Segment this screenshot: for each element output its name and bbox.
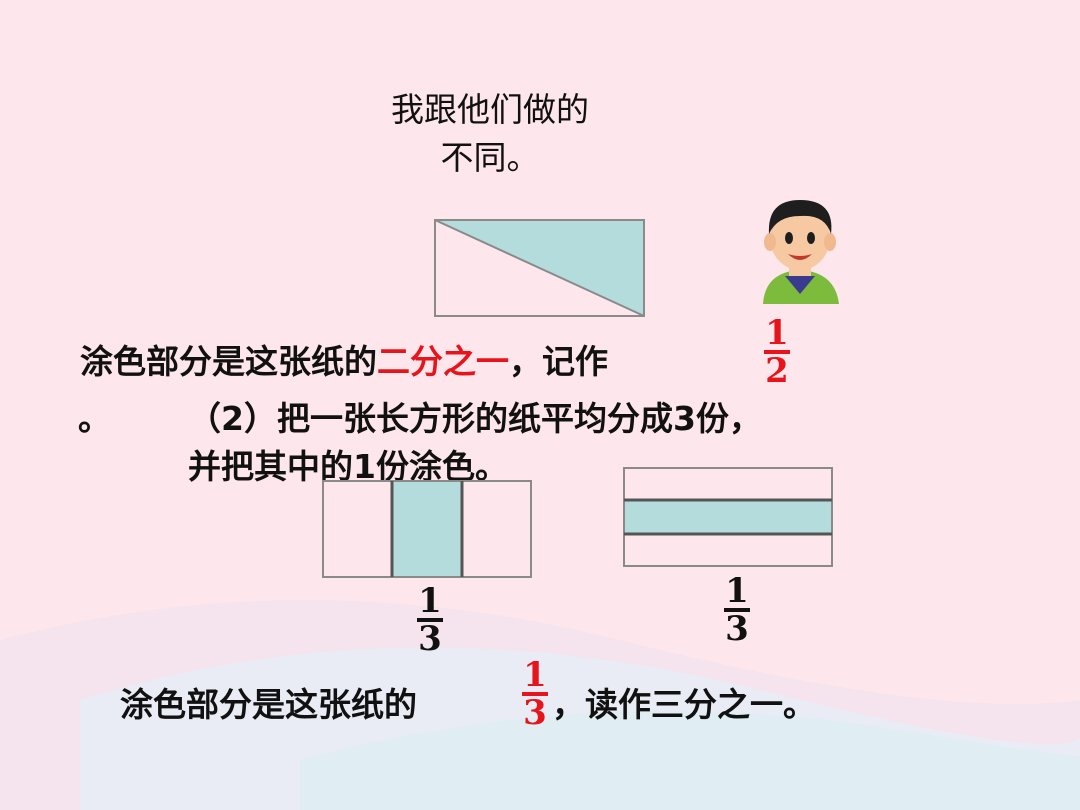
fraction-bar xyxy=(724,608,750,612)
speech-line-1: 我跟他们做的 xyxy=(391,90,589,129)
fraction-bar xyxy=(764,350,790,354)
fraction-denominator: 3 xyxy=(725,609,749,649)
sentence-third-suffix: ，读作三分之一。 xyxy=(552,685,816,724)
sentence-half: 涂色部分是这张纸的二分之一，记作 xyxy=(80,335,608,383)
fraction-numerator: 1 xyxy=(418,581,442,621)
task-2-line-2: 并把其中的1份涂色。 xyxy=(188,447,508,486)
sentence-third-prefix: 涂色部分是这张纸的 xyxy=(120,685,417,724)
shaded-middle-third xyxy=(392,481,462,577)
sentence-end-mark: 。 xyxy=(78,399,111,438)
fraction-left-third: 1 3 xyxy=(417,581,443,659)
boy-avatar xyxy=(763,200,839,304)
vertical-thirds-rectangle xyxy=(322,480,532,578)
fraction-numerator: 1 xyxy=(765,313,789,353)
task-2-line-1: （2）把一张长方形的纸平均分成3份， xyxy=(188,399,762,438)
shaded-middle-band xyxy=(624,500,832,534)
speech-line-2: 不同。 xyxy=(440,138,540,177)
fraction-denominator: 3 xyxy=(418,619,442,659)
fraction-denominator: 3 xyxy=(523,693,547,733)
fraction-numerator: 1 xyxy=(523,655,547,695)
fraction-denominator: 2 xyxy=(765,351,789,391)
fraction-bar xyxy=(417,618,443,622)
fraction-bar xyxy=(522,692,548,696)
fraction-numerator: 1 xyxy=(725,571,749,611)
fraction-one-third: 1 3 xyxy=(522,655,548,733)
fraction-right-third: 1 3 xyxy=(724,571,750,649)
fraction-one-half: 1 2 xyxy=(764,313,790,391)
horizontal-thirds-rectangle xyxy=(623,467,833,567)
sentence-half-suffix: ，记作 xyxy=(509,342,608,381)
speech-text: 我跟他们做的 不同。 xyxy=(330,86,650,182)
half-highlight: 二分之一 xyxy=(377,342,509,381)
diagonal-half-rectangle xyxy=(434,219,645,317)
sentence-half-prefix: 涂色部分是这张纸的 xyxy=(80,342,377,381)
